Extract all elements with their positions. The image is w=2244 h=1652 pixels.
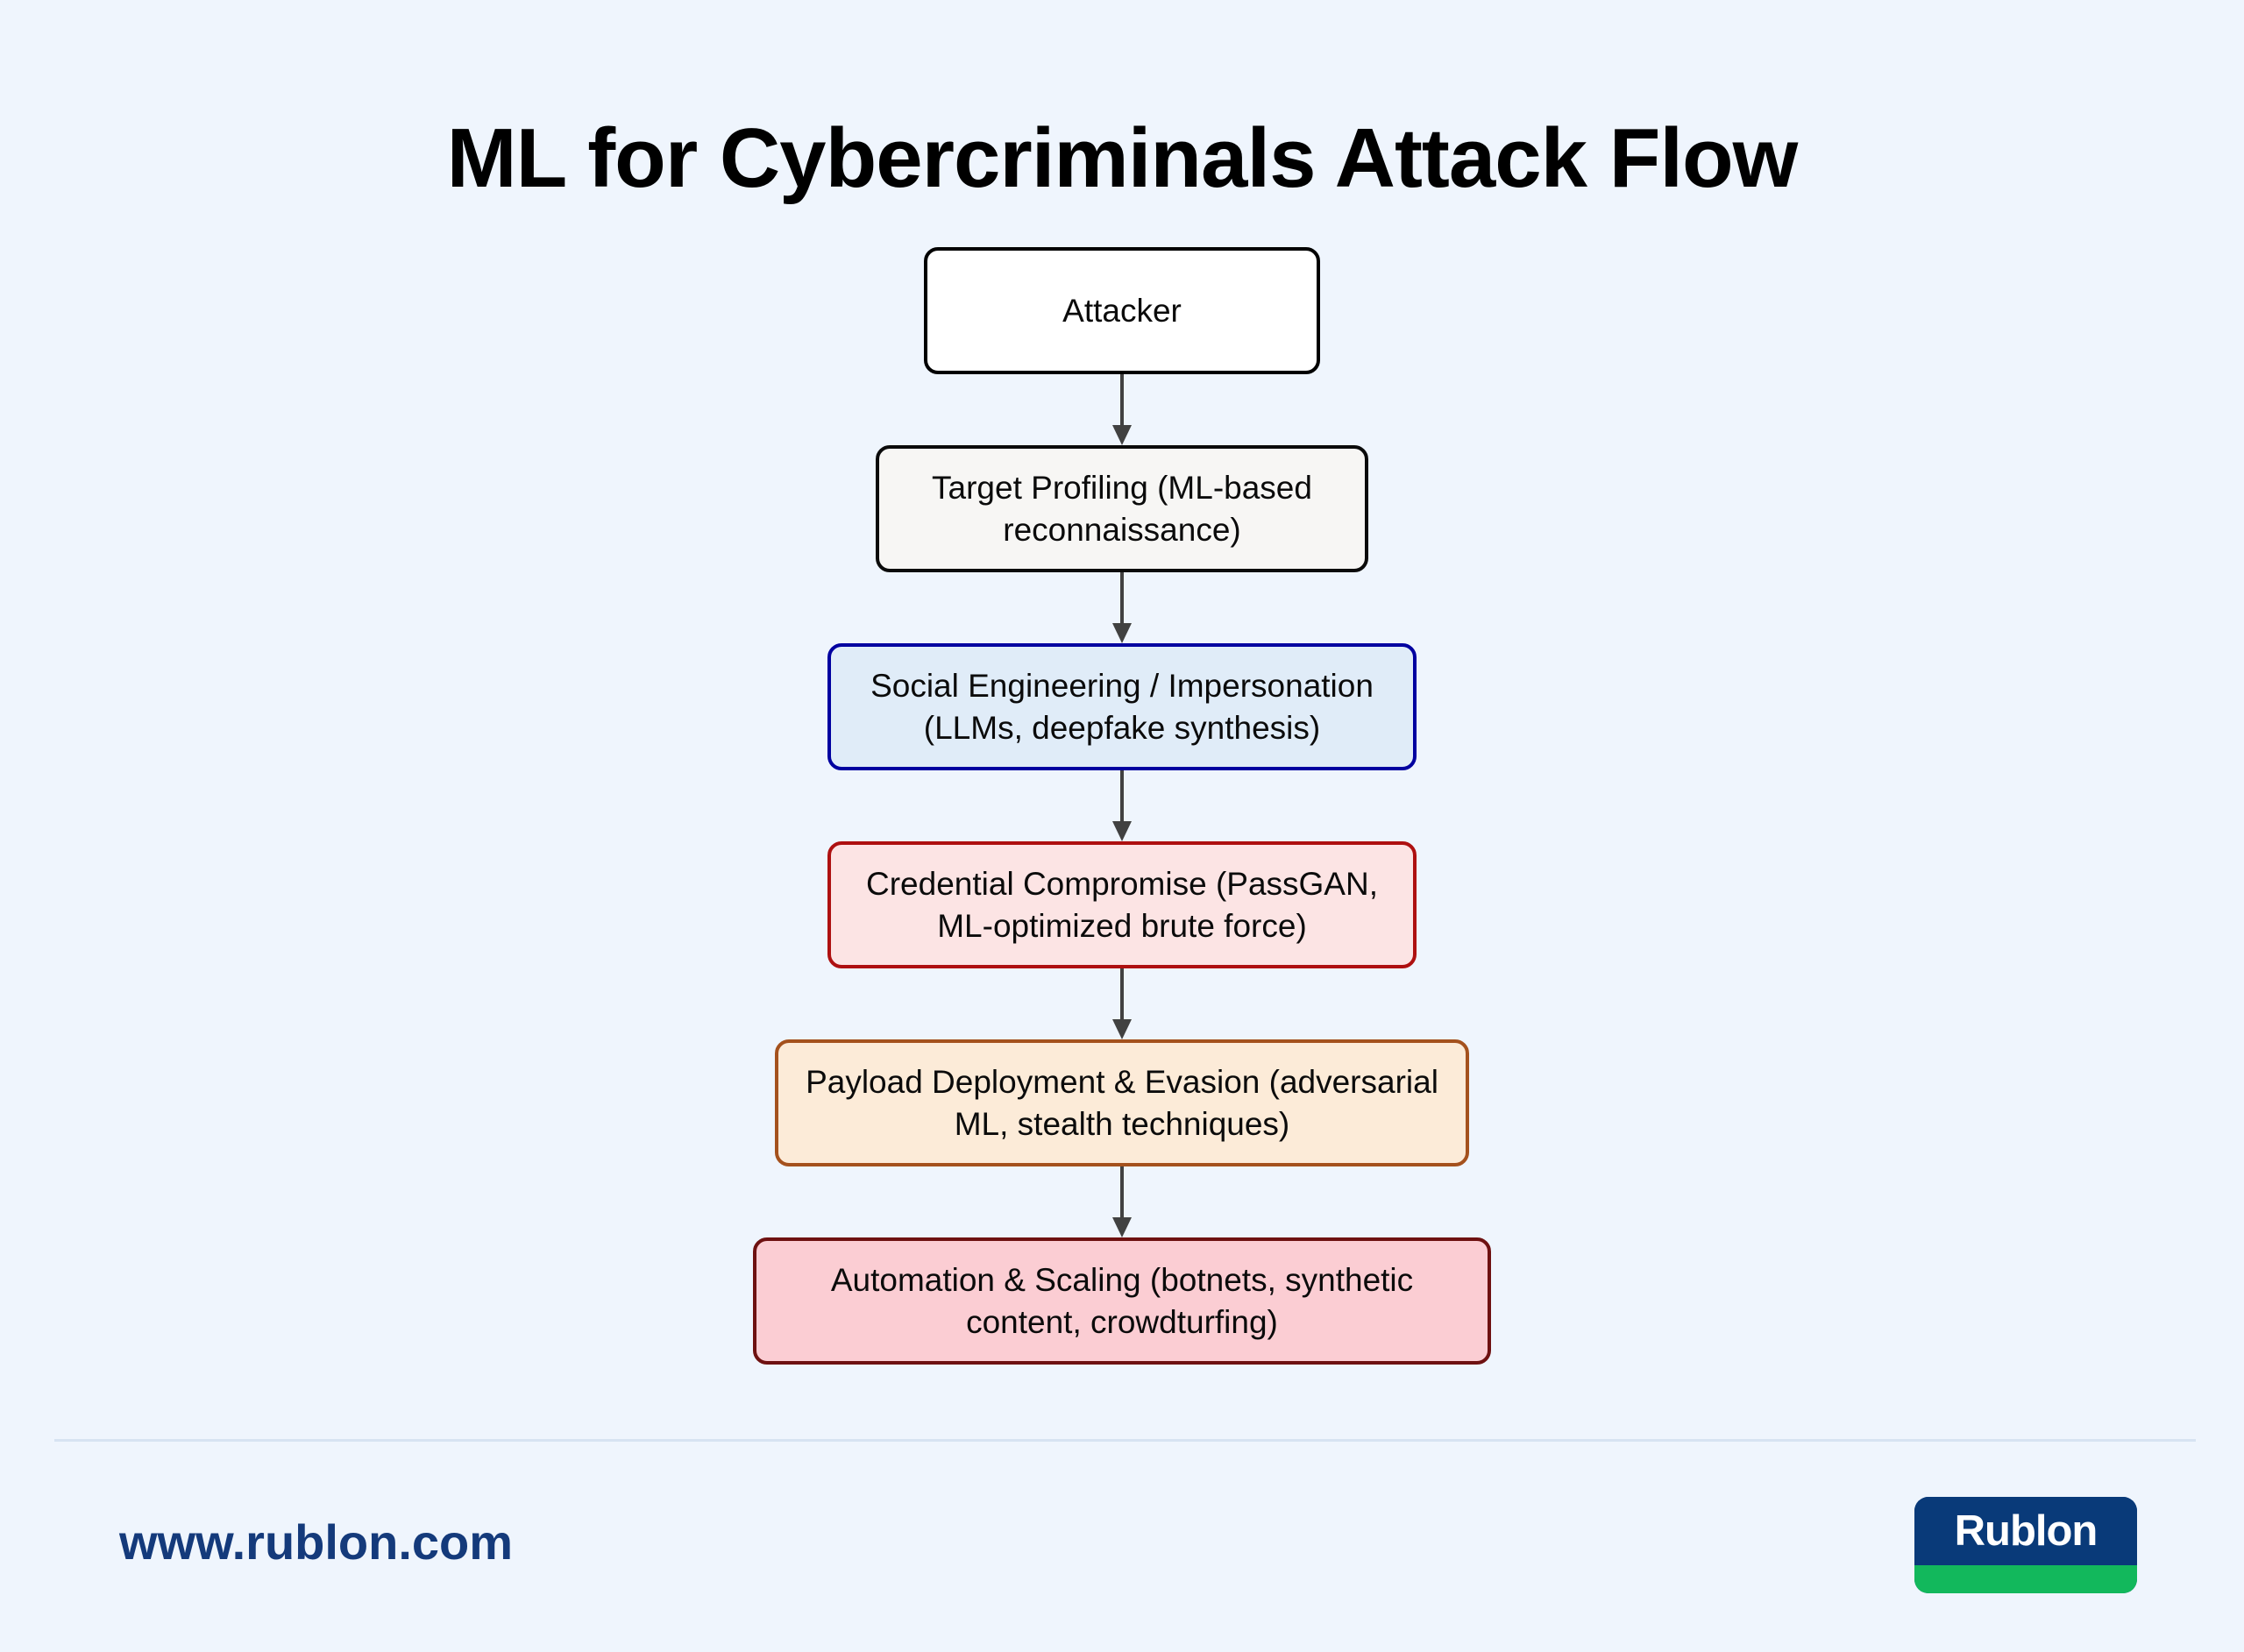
flow-node-label: Automation & Scaling (botnets, synthetic… — [830, 1261, 1414, 1340]
footer-website-url[interactable]: www.rublon.com — [119, 1514, 514, 1570]
arrow-head-icon — [1112, 821, 1132, 841]
flow-arrow-target-profiling-to-social-engineering — [1111, 572, 1133, 643]
flow-node-label: Target Profiling (ML-based reconnaissanc… — [932, 469, 1312, 548]
flow-node-payload-deployment: Payload Deployment & Evasion (adversaria… — [775, 1039, 1469, 1166]
rublon-logo: Rublon — [1914, 1497, 2137, 1593]
arrow-stem — [1120, 572, 1124, 628]
arrow-stem — [1120, 374, 1124, 430]
page-title: ML for Cybercriminals Attack Flow — [446, 111, 1799, 206]
arrow-stem — [1120, 770, 1124, 826]
logo-accent-bar — [1914, 1565, 2137, 1593]
attack-flow-diagram: Attacker Target Profiling (ML-based reco… — [0, 247, 2244, 1365]
flow-arrow-social-engineering-to-credential-compromise — [1111, 770, 1133, 841]
arrow-stem — [1120, 1166, 1124, 1223]
flow-node-target-profiling: Target Profiling (ML-based reconnaissanc… — [876, 445, 1368, 572]
flow-node-automation-scaling: Automation & Scaling (botnets, synthetic… — [753, 1237, 1491, 1365]
flow-node-label: Social Engineering / Impersonation (LLMs… — [870, 667, 1374, 746]
flow-node-credential-compromise: Credential Compromise (PassGAN, ML-optim… — [827, 841, 1417, 968]
flow-node-label: Credential Compromise (PassGAN, ML-optim… — [866, 865, 1378, 944]
footer-divider — [54, 1439, 2196, 1442]
logo-wordmark: Rublon — [1954, 1507, 2098, 1555]
flow-arrow-credential-compromise-to-payload-deployment — [1111, 968, 1133, 1039]
arrow-head-icon — [1112, 1019, 1132, 1039]
logo-top-panel: Rublon — [1914, 1497, 2137, 1565]
arrow-head-icon — [1112, 623, 1132, 643]
arrow-stem — [1120, 968, 1124, 1025]
flow-node-attacker: Attacker — [924, 247, 1320, 374]
flow-node-label: Attacker — [1062, 292, 1182, 329]
flow-arrow-attacker-to-target-profiling — [1111, 374, 1133, 445]
flow-node-label: Payload Deployment & Evasion (adversaria… — [806, 1063, 1438, 1142]
arrow-head-icon — [1112, 1217, 1132, 1237]
flow-node-social-engineering: Social Engineering / Impersonation (LLMs… — [827, 643, 1417, 770]
arrow-head-icon — [1112, 425, 1132, 445]
flow-arrow-payload-deployment-to-automation-scaling — [1111, 1166, 1133, 1237]
